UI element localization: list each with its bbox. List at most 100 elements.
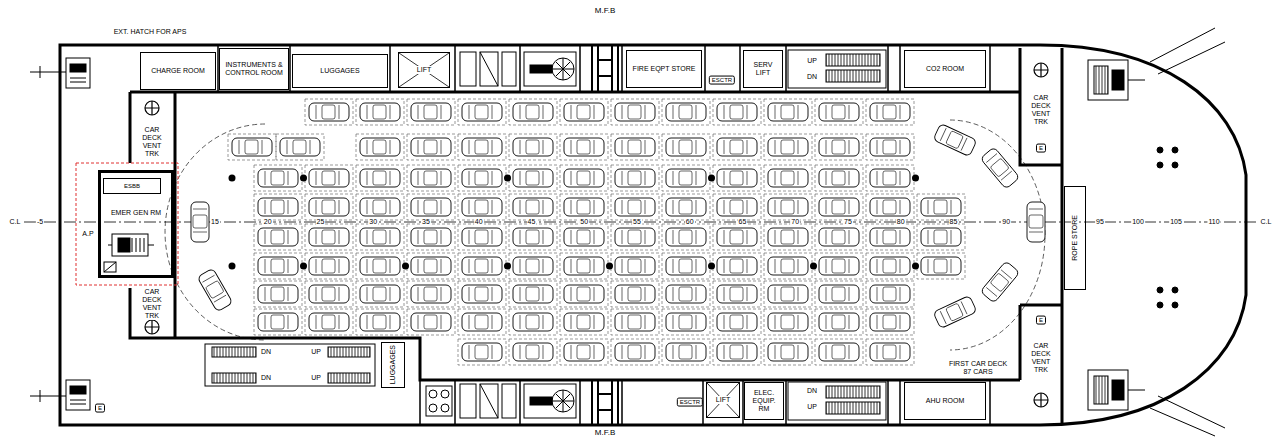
bollard: [1157, 302, 1163, 308]
frame-number: 45: [527, 218, 537, 226]
car: [866, 281, 914, 307]
deck-wall: [1020, 48, 1062, 425]
stair: [328, 347, 370, 357]
car: [475, 140, 488, 154]
car: [520, 287, 543, 301]
car: [662, 309, 710, 335]
car: [254, 253, 302, 279]
car: [819, 138, 859, 156]
car: [520, 200, 543, 214]
car: [462, 138, 502, 156]
car: [866, 309, 914, 335]
car: [866, 339, 914, 365]
car: [877, 105, 900, 119]
car: [254, 194, 302, 220]
car: [764, 134, 812, 160]
car: [713, 134, 761, 160]
frame-number: 95: [1095, 218, 1105, 226]
car: [1029, 209, 1043, 232]
car: [305, 309, 353, 335]
car: [356, 224, 404, 250]
bulkhead: [218, 45, 990, 92]
car: [322, 200, 335, 214]
car: [781, 315, 794, 329]
car: [367, 287, 390, 301]
car: [917, 224, 965, 250]
car: [424, 200, 437, 214]
car: [458, 224, 506, 250]
car: [560, 134, 608, 160]
car: [815, 253, 863, 279]
car: [469, 171, 492, 185]
vent-trunk-symbol: [145, 320, 159, 334]
car: [418, 140, 441, 154]
car: [622, 200, 645, 214]
stair: [826, 402, 880, 414]
frame-number: 90: [1001, 218, 1011, 226]
mooring-winch: [1112, 380, 1124, 400]
car: [458, 194, 506, 220]
car: [781, 230, 794, 244]
car: [662, 134, 710, 160]
car: [367, 259, 390, 273]
car: [611, 309, 659, 335]
car: [768, 198, 808, 216]
car: [934, 259, 947, 273]
car: [877, 140, 900, 154]
pillar: [708, 175, 715, 182]
car: [424, 230, 437, 244]
car: [832, 287, 845, 301]
room-box: LIFT: [706, 382, 740, 418]
car: [724, 171, 747, 185]
car: [724, 345, 747, 359]
car: [717, 198, 757, 216]
car: [986, 270, 1012, 297]
car: [866, 281, 914, 307]
car: [611, 309, 659, 335]
room-box: SERV LIFT: [743, 50, 783, 88]
car: [560, 194, 608, 220]
car: [717, 228, 757, 246]
car: [509, 165, 557, 191]
car: [520, 315, 543, 329]
car: [717, 257, 757, 275]
car: [775, 315, 798, 329]
car: [775, 259, 798, 273]
car: [564, 285, 604, 303]
car: [305, 281, 353, 307]
generator-symbol: [104, 262, 116, 272]
plan-label: A.P: [81, 230, 94, 238]
car: [866, 194, 914, 220]
car: [713, 134, 761, 160]
car: [628, 200, 641, 214]
car: [360, 228, 400, 246]
car: [571, 200, 594, 214]
frame-number: -5: [36, 218, 44, 226]
car: [305, 253, 353, 279]
car: [713, 99, 761, 125]
car: [713, 224, 761, 250]
car: [866, 224, 914, 250]
car: [877, 259, 900, 273]
car: [666, 285, 706, 303]
car: [940, 301, 967, 323]
car: [475, 230, 488, 244]
car: [622, 287, 645, 301]
car: [815, 281, 863, 307]
car: [615, 228, 655, 246]
car: [883, 230, 896, 244]
car: [571, 259, 594, 273]
car: [564, 198, 604, 216]
car: [373, 105, 386, 119]
car: [611, 165, 659, 191]
car: [764, 253, 812, 279]
car: [775, 287, 798, 301]
car: [611, 224, 659, 250]
car: [258, 169, 298, 187]
car: [615, 103, 655, 121]
car: [316, 287, 339, 301]
car: [356, 99, 404, 125]
car: [462, 103, 502, 121]
car: [356, 99, 404, 125]
